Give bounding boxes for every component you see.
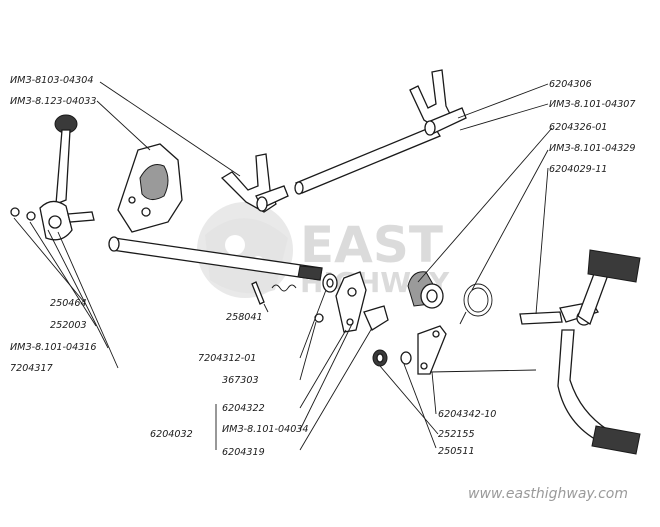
label-6204032: 6204032 [150,429,193,440]
hand-lever [10,114,95,241]
shift-plate [117,143,183,233]
watermark-brand-line1: EAST [300,216,443,274]
washer-7204312 [322,273,338,293]
label-367303: 367303 [222,375,259,386]
label-6204029-11: 6204029-11 [549,164,607,175]
label-imz-8123-04033: ИМЗ-8.123-04033 [10,96,97,107]
link-plate [417,325,447,375]
return-spring [459,283,493,325]
label-252155: 252155 [438,429,475,440]
label-7204312-01: 7204312-01 [198,353,256,364]
upper-shift-rail [294,125,441,195]
watermark-logo-icon [197,202,293,298]
label-6204319: 6204319 [222,447,265,458]
label-imz-8101-04329: ИМЗ-8.101-04329 [549,143,636,154]
label-7204317: 7204317 [10,363,54,374]
lower-shaft [108,236,323,281]
gear-sector [407,271,444,309]
shift-fork-middle [220,153,289,213]
label-250464: 250464 [50,298,87,309]
label-6204342-10: 6204342-10 [438,409,496,420]
label-imz-8101-04034: ИМЗ-8.101-04034 [222,424,309,435]
label-imz-8103-04304: ИМЗ-8103-04304 [10,75,93,86]
shift-fork-upper [409,69,467,136]
label-6204306: 6204306 [549,79,592,90]
clip-6204319 [363,305,389,331]
nut-252155 [372,349,388,367]
label-imz-8101-04307: ИМЗ-8.101-04307 [549,99,636,110]
leader-lines [13,81,553,451]
callout-labels: ИМЗ-8103-04304 ИМЗ-8.123-04033 6204306 И… [10,75,636,458]
label-250511: 250511 [438,446,475,457]
label-6204322: 6204322 [222,403,265,414]
foot-pedal [519,249,641,455]
label-252003: 252003 [50,320,87,331]
washer-250511 [400,351,412,365]
label-258041: 258041 [226,312,263,323]
detent-lever [335,271,367,333]
spring-258041 [251,281,297,305]
label-imz-8101-04316: ИМЗ-8.101-04316 [10,342,97,353]
label-6204326-01: 6204326-01 [549,122,607,133]
watermark-url: www.easthighway.com [468,486,628,502]
